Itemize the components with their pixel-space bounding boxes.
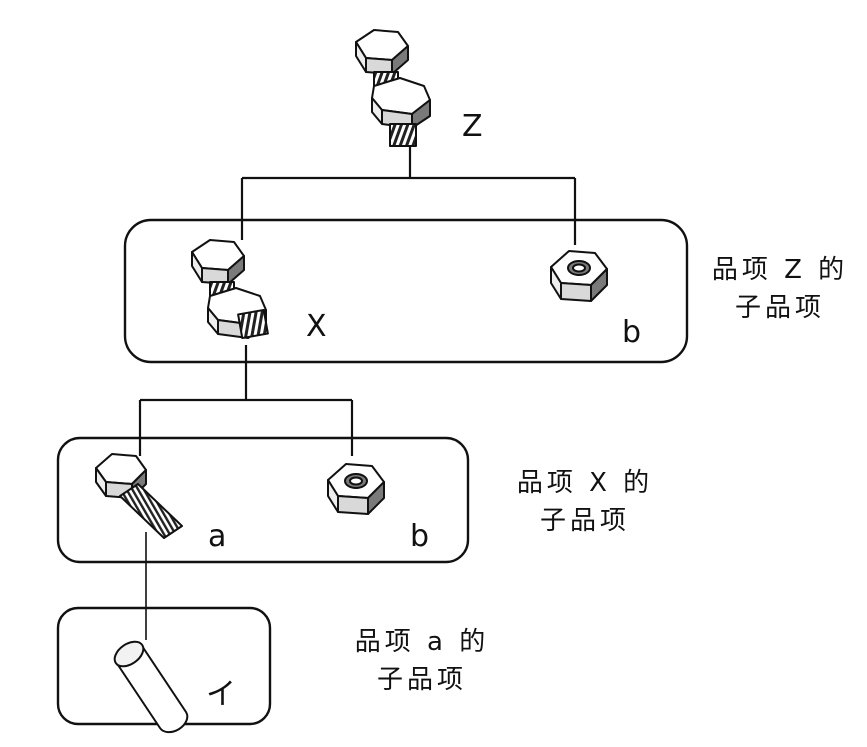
caption-a-line2: 子品项 — [376, 664, 467, 695]
bolt-with-nut-icon — [191, 239, 269, 340]
caption-x-line1: 品项 X 的 — [516, 468, 654, 498]
item-label-z: Z — [462, 109, 483, 144]
bolt-with-nut-icon — [355, 29, 431, 147]
item-label-b-lower: b — [410, 519, 430, 554]
caption-children-of-x: 品项 X 的 子品项 — [505, 465, 665, 540]
caption-x-line2: 子品项 — [539, 505, 630, 536]
item-label-x: X — [306, 309, 327, 344]
hex-nut-icon — [550, 250, 608, 302]
bolt-icon — [95, 453, 183, 539]
caption-children-of-a: 品项 a 的 子品项 — [342, 624, 502, 699]
tree-connectors — [138, 140, 577, 640]
item-label-i: イ — [206, 677, 236, 712]
caption-a-line1: 品项 a 的 — [354, 627, 490, 657]
children-of-x-box — [56, 436, 470, 564]
cylinder-icon — [113, 640, 189, 734]
item-label-a: a — [208, 519, 227, 554]
children-of-z-box — [123, 218, 689, 364]
caption-z-line1: 品项 Z 的 — [711, 255, 849, 285]
item-label-b-top: b — [622, 315, 642, 350]
hex-nut-icon — [327, 463, 385, 515]
caption-z-line2: 子品项 — [734, 292, 825, 323]
caption-children-of-z: 品项 Z 的 子品项 — [700, 252, 860, 327]
